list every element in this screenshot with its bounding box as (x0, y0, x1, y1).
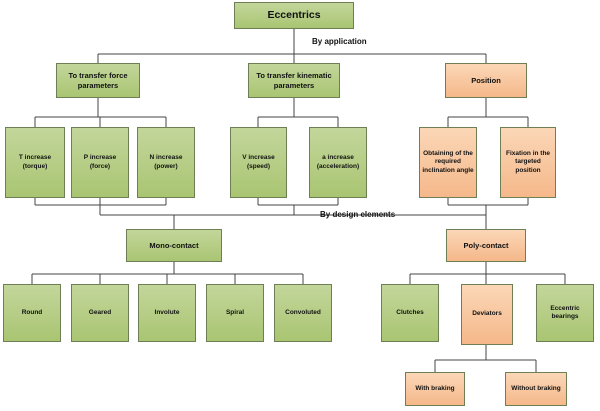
by-design-elements-label: By design elements (320, 210, 396, 219)
node-involute: Involute (138, 284, 196, 342)
node-transfer-force: To transfer force parameters (56, 63, 140, 98)
node-without-braking: Without braking (505, 372, 567, 406)
root-node: Eccentrics (234, 2, 354, 29)
node-v-increase: V increase (speed) (230, 127, 287, 198)
node-geared: Geared (71, 284, 129, 342)
node-deviators: Deviators (461, 284, 513, 345)
node-mono-contact: Mono-contact (126, 229, 222, 262)
node-with-braking: With braking (405, 372, 465, 406)
node-spiral: Spiral (206, 284, 264, 342)
node-poly-contact: Poly-contact (446, 229, 526, 262)
node-inclination-angle: Obtaining of the required inclination an… (419, 127, 477, 198)
node-convoluted: Convoluted (274, 284, 332, 342)
node-position: Position (445, 63, 527, 98)
node-n-increase: N increase (power) (137, 127, 195, 198)
by-application-label: By application (312, 37, 367, 46)
node-t-increase: T increase (torque) (5, 127, 65, 198)
node-p-increase: P increase (force) (71, 127, 129, 198)
node-eccentric-bearings: Eccentric bearings (536, 284, 594, 342)
node-clutches: Clutches (381, 284, 439, 342)
node-round: Round (3, 284, 61, 342)
node-fixation-position: Fixation in the targeted position (500, 127, 556, 198)
node-transfer-kinematic: To transfer kinematic parameters (248, 63, 340, 98)
node-a-increase: a increase (acceleration) (309, 127, 367, 198)
